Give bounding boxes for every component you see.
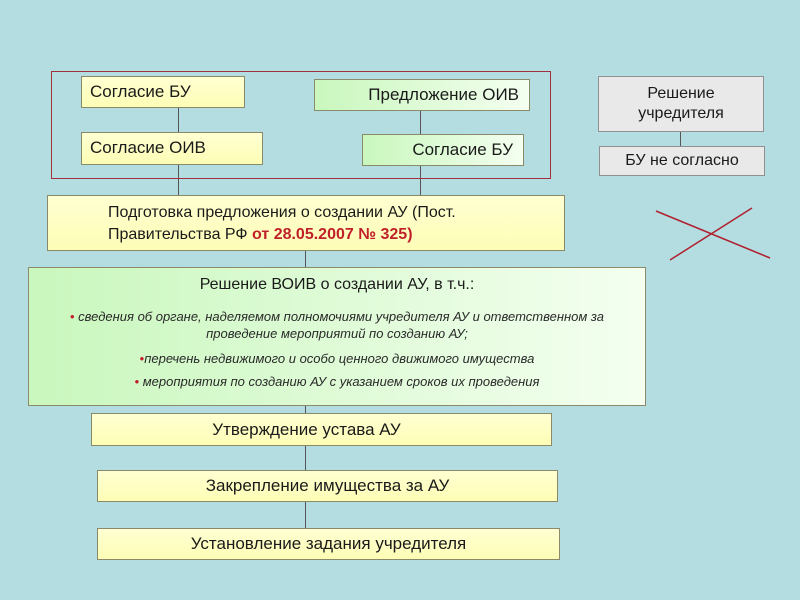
agreement-frame xyxy=(51,71,551,179)
bullet-dot-icon: • xyxy=(134,374,143,389)
soglasie-bu-left-box: Согласие БУ xyxy=(81,76,245,108)
cross-line-2 xyxy=(669,207,753,261)
bullet-text-2: перечень недвижимого и особо ценного дви… xyxy=(144,351,535,366)
podgotovka-line2: Правительства РФ xyxy=(108,226,248,243)
podgotovka-line1: Подготовка предложения о создании АУ (По… xyxy=(108,204,456,221)
zakreplenie-box: Закрепление имущества за АУ xyxy=(97,470,558,502)
soglasie-bu-right-box: Согласие БУ xyxy=(362,134,524,166)
connector-prep-to-decision xyxy=(305,251,306,267)
connector-right-column xyxy=(680,132,681,146)
bu-ne-soglasno-box: БУ не согласно xyxy=(599,146,765,176)
bullet-item-3: • мероприятия по созданию АУ с указанием… xyxy=(39,373,635,390)
connector-right-top xyxy=(420,111,421,134)
bullet-item-2: •перечень недвижимого и особо ценного дв… xyxy=(39,350,635,367)
reshenie-uchreditelya-box: Решение учредителя xyxy=(598,76,764,132)
soglasie-oiv-left-box: Согласие ОИВ xyxy=(81,132,263,165)
reshenie-voiv-title: Решение ВОИВ о создании АУ, в т.ч.: xyxy=(199,276,475,293)
connector-left-top xyxy=(178,108,179,132)
predlozhenie-oiv-box: Предложение ОИВ xyxy=(314,79,530,111)
bullet-text-3: мероприятия по созданию АУ с указанием с… xyxy=(142,374,540,389)
resolution-reference: от 28.05.2007 № 325) xyxy=(252,226,413,243)
reshenie-voiv-box: Решение ВОИВ о создании АУ, в т.ч.: • св… xyxy=(28,267,646,406)
bullet-item-1: • сведения об органе, наделяемом полномо… xyxy=(39,308,635,342)
utverzhdenie-box: Утверждение устава АУ xyxy=(91,413,552,446)
connector-right-bottom xyxy=(420,166,421,195)
cross-line-1 xyxy=(655,210,771,259)
connector-property-to-task xyxy=(305,502,306,528)
podgotovka-line2-wrap: Правительства РФ от 28.05.2007 № 325) xyxy=(108,224,564,246)
podgotovka-box: Подготовка предложения о создании АУ (По… xyxy=(47,195,565,251)
connector-charter-to-property xyxy=(305,446,306,470)
bullet-text-1: сведения об органе, наделяемом полномочи… xyxy=(78,309,605,341)
connector-left-bottom xyxy=(178,165,179,195)
bullet-dot-icon: • xyxy=(139,351,145,366)
bullet-dot-icon: • xyxy=(69,309,79,324)
ustanovlenie-box: Установление задания учредителя xyxy=(97,528,560,560)
connector-decision-to-charter xyxy=(305,406,306,413)
